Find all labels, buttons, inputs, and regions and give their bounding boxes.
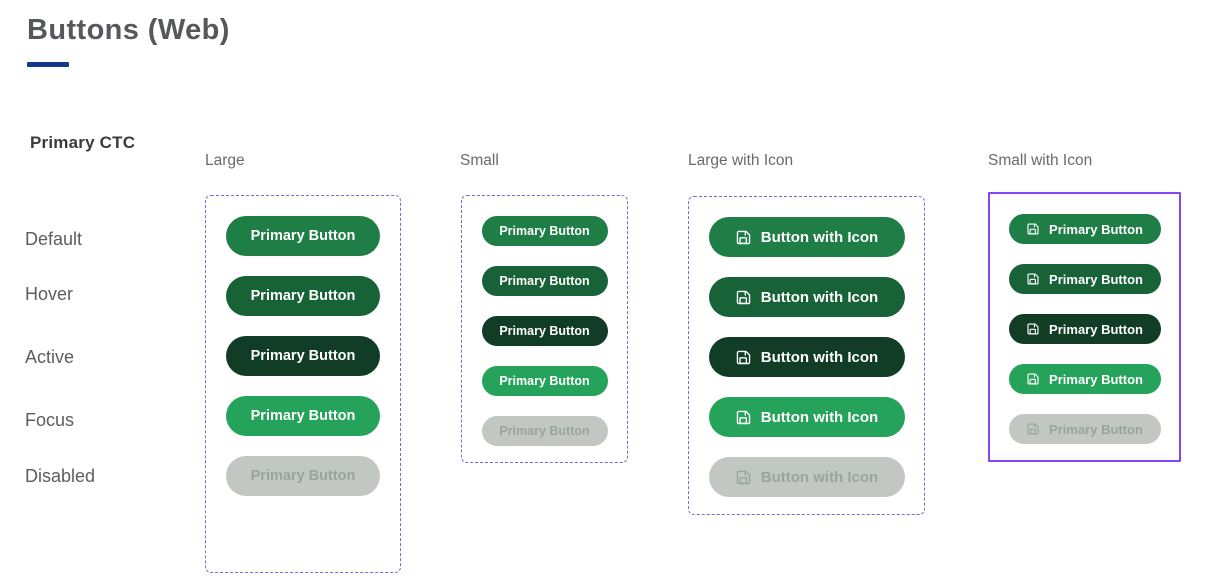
icon-button-small-focus[interactable]: Primary Button	[1008, 364, 1161, 394]
icon-button-large-default[interactable]: Button with Icon	[708, 217, 905, 257]
save-icon	[1026, 272, 1040, 286]
primary-button-large-active[interactable]: Primary Button	[226, 336, 380, 376]
save-icon	[1026, 222, 1040, 236]
icon-button-large-active[interactable]: Button with Icon	[708, 337, 905, 377]
primary-button-large-hover[interactable]: Primary Button	[226, 276, 380, 316]
row-label-hover: Hover	[25, 284, 74, 304]
save-icon	[735, 349, 752, 366]
button-label: Primary Button	[250, 468, 356, 484]
button-label: Button with Icon	[760, 468, 879, 486]
button-label: Primary Button	[1049, 271, 1143, 287]
button-label: Primary Button	[250, 408, 356, 424]
save-icon	[735, 229, 752, 246]
button-label: Primary Button	[1049, 221, 1143, 237]
row-label-default: Default	[25, 229, 83, 249]
icon-button-small-default[interactable]: Primary Button	[1008, 214, 1161, 244]
button-label: Primary Button	[1049, 421, 1143, 437]
save-icon	[1026, 372, 1040, 386]
button-label: Primary Button	[499, 324, 590, 338]
button-label: Button with Icon	[760, 228, 879, 246]
primary-button-large-default[interactable]: Primary Button	[226, 216, 380, 256]
primary-button-large-focus[interactable]: Primary Button	[226, 396, 380, 436]
page-title: Buttons (Web)	[27, 14, 230, 46]
icon-button-large-focus[interactable]: Button with Icon	[708, 397, 905, 437]
save-icon	[1026, 422, 1040, 436]
primary-button-small-hover[interactable]: Primary Button	[481, 266, 608, 296]
save-icon	[735, 289, 752, 306]
save-icon	[1026, 322, 1040, 336]
frame-large-with-icon[interactable]: Button with Icon Button with Icon Button…	[688, 196, 925, 515]
button-label: Primary Button	[499, 224, 590, 238]
frame-large[interactable]: Primary Button Primary Button Primary Bu…	[205, 195, 401, 573]
button-label: Primary Button	[499, 274, 590, 288]
icon-button-small-disabled: Primary Button	[1008, 414, 1161, 444]
frame-small-with-icon-selected[interactable]: Primary Button Primary Button Primary Bu…	[988, 192, 1181, 462]
icon-button-small-active[interactable]: Primary Button	[1008, 314, 1161, 344]
row-label-disabled: Disabled	[25, 466, 96, 486]
icon-button-large-disabled: Button with Icon	[708, 457, 905, 497]
button-label: Primary Button	[250, 288, 356, 304]
row-label-focus: Focus	[25, 410, 75, 430]
section-label-primary-ctc: Primary CTC	[30, 133, 136, 152]
save-icon	[735, 409, 752, 426]
button-label: Primary Button	[499, 424, 590, 438]
row-label-active: Active	[25, 347, 75, 367]
column-header-large: Large	[205, 152, 245, 169]
button-label: Button with Icon	[760, 348, 879, 366]
primary-button-small-focus[interactable]: Primary Button	[481, 366, 608, 396]
primary-button-large-disabled: Primary Button	[226, 456, 380, 496]
icon-button-small-hover[interactable]: Primary Button	[1008, 264, 1161, 294]
button-label: Button with Icon	[760, 408, 879, 426]
button-label: Primary Button	[250, 228, 356, 244]
button-label: Primary Button	[250, 348, 356, 364]
save-icon	[735, 469, 752, 486]
primary-button-small-active[interactable]: Primary Button	[481, 316, 608, 346]
button-label: Primary Button	[499, 374, 590, 388]
column-header-small: Small	[460, 152, 499, 169]
button-label: Primary Button	[1049, 321, 1143, 337]
column-header-large-with-icon: Large with Icon	[688, 152, 794, 169]
column-header-small-with-icon: Small with Icon	[988, 152, 1093, 169]
frame-small[interactable]: Primary Button Primary Button Primary Bu…	[461, 195, 628, 463]
button-label: Button with Icon	[760, 288, 879, 306]
button-label: Primary Button	[1049, 371, 1143, 387]
icon-button-large-hover[interactable]: Button with Icon	[708, 277, 905, 317]
primary-button-small-disabled: Primary Button	[481, 416, 608, 446]
primary-button-small-default[interactable]: Primary Button	[481, 216, 608, 246]
title-underline	[27, 62, 69, 67]
